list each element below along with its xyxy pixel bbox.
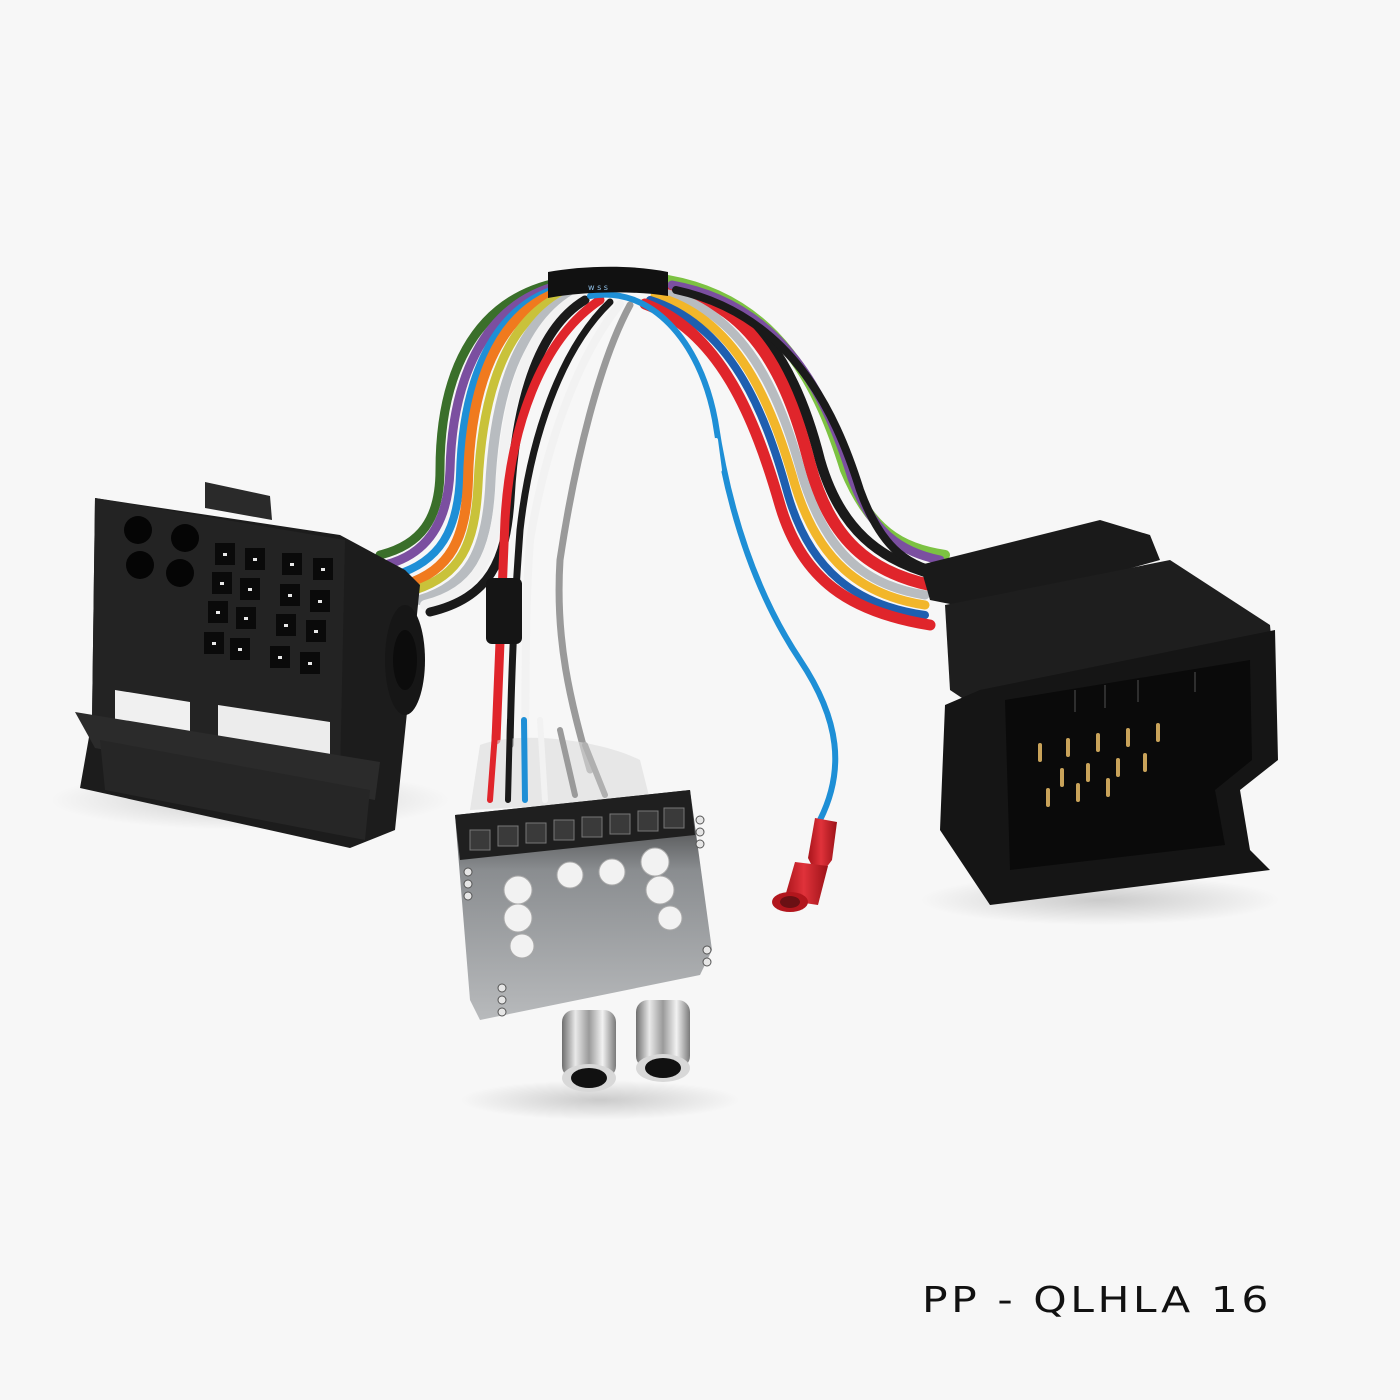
svg-text:w s s: w s s bbox=[588, 283, 608, 292]
product-code-label: PP - QLHLA 16 bbox=[922, 1280, 1272, 1321]
rca-output-left bbox=[562, 1010, 616, 1092]
left-quadlock-connector bbox=[75, 482, 425, 848]
rca-output-right bbox=[636, 1000, 690, 1082]
pcb-lead-sleeve bbox=[486, 578, 522, 644]
harness-sleeve: w s s bbox=[548, 266, 668, 298]
converter-board bbox=[455, 717, 712, 1092]
red-bullet-connector bbox=[772, 818, 837, 912]
wire-harness bbox=[375, 275, 950, 823]
right-quadlock-connector bbox=[920, 520, 1278, 905]
